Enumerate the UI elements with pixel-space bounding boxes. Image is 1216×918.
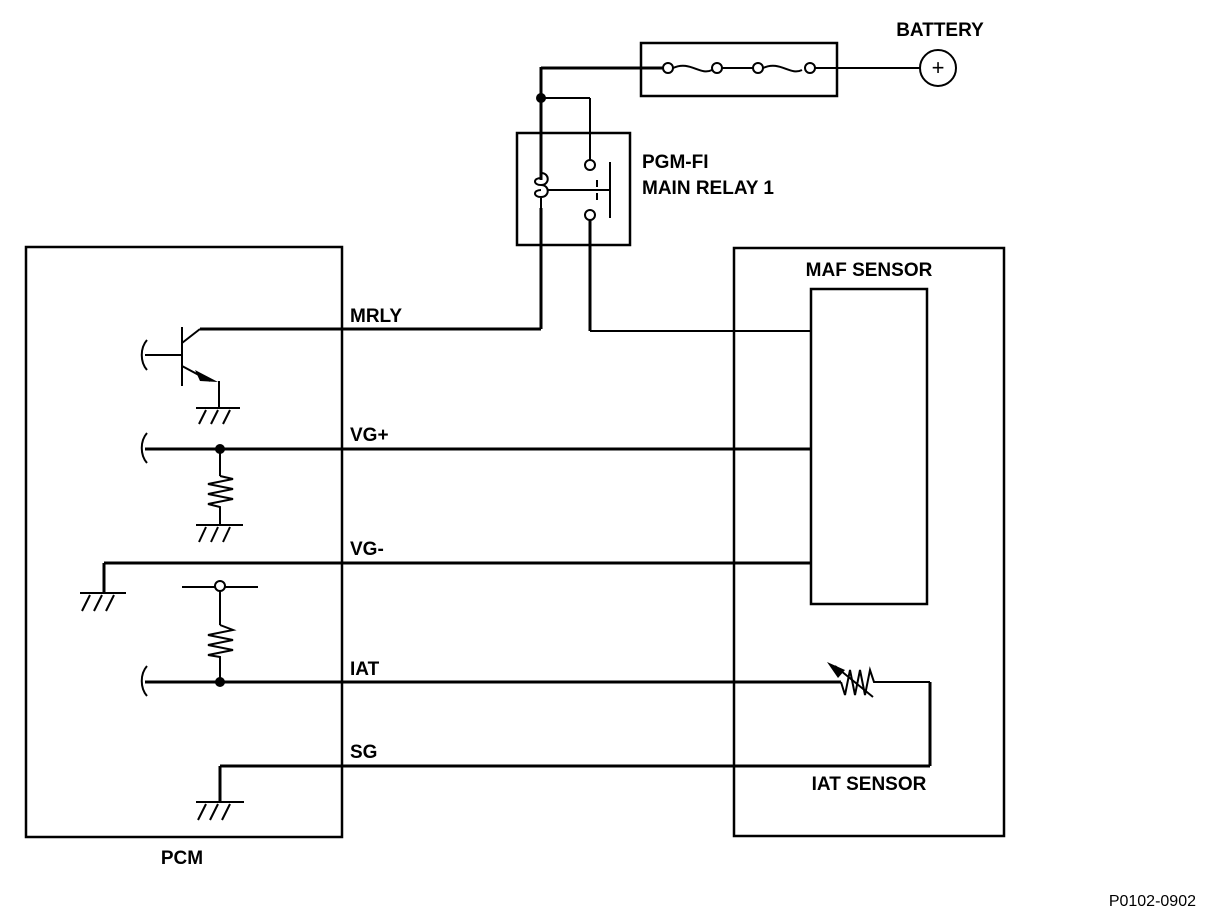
- main-relay: [515, 131, 632, 247]
- battery-plus-symbol: +: [932, 55, 945, 80]
- pcm-label: PCM: [161, 848, 203, 869]
- sensor-housing: [732, 246, 1006, 838]
- resistor-icon: [207, 475, 234, 525]
- fuse-block: [541, 41, 920, 98]
- terminal-vg-minus: VG-: [350, 539, 384, 560]
- junction-dot: [215, 677, 225, 687]
- resistor-icon: [207, 624, 237, 682]
- terminal-sg: SG: [350, 742, 377, 763]
- figure-code: P0102-0902: [1109, 893, 1196, 910]
- pcm-box: [24, 245, 344, 839]
- relay-label-line2: MAIN RELAY 1: [642, 178, 774, 199]
- maf-sensor-label: MAF SENSOR: [806, 260, 933, 281]
- maf-sensor-element: [809, 287, 929, 606]
- terminal-mrly: MRLY: [350, 306, 402, 327]
- ground-icon: [196, 524, 243, 543]
- transistor-icon: [140, 327, 220, 408]
- ground-icon: [196, 801, 244, 821]
- terminal-iat: IAT: [350, 659, 380, 680]
- relay-coil-icon: [534, 172, 549, 210]
- ground-icon: [80, 592, 126, 612]
- thermistor-icon: [827, 662, 930, 698]
- terminal-vg-plus: VG+: [350, 425, 389, 446]
- relay-label-line1: PGM-FI: [642, 152, 709, 173]
- battery-icon: +: [919, 49, 957, 87]
- battery-label: BATTERY: [896, 20, 984, 41]
- iat-sensor-label: IAT SENSOR: [812, 774, 927, 795]
- ground-icon: [196, 407, 240, 425]
